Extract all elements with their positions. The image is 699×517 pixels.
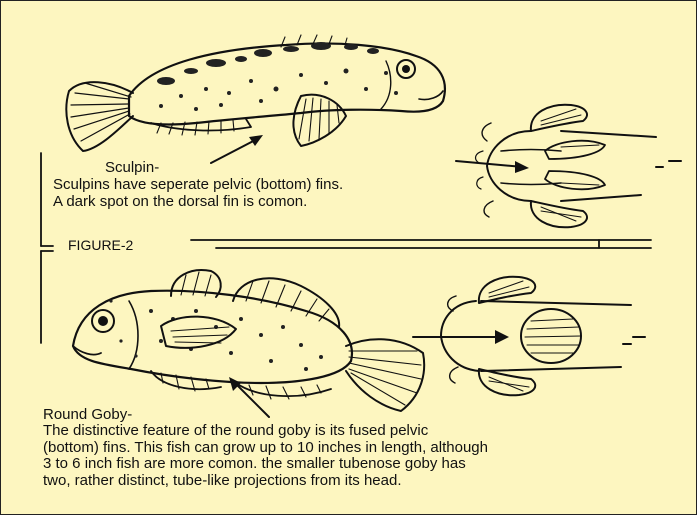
round-goby-title: Round Goby- (43, 406, 132, 423)
round-goby-tail (346, 339, 424, 411)
sculpin-title: Sculpin- (105, 159, 159, 176)
round-goby-side-drawing (73, 270, 424, 417)
sculpin-description-line: A dark spot on the dorsal fin is comon. (53, 193, 343, 210)
sculpin-body (129, 43, 445, 124)
round-goby-description: The distinctive feature of the round gob… (43, 423, 488, 489)
sculpin-spots (157, 42, 398, 111)
round-goby-body (73, 291, 352, 383)
round-goby-description-line: (bottom) fins. This fish can grow up to … (43, 440, 488, 457)
round-goby-description-line: 3 to 6 inch fish are more comon. the sma… (43, 456, 488, 473)
sculpin-separate-pelvic-fin-bottom (545, 171, 605, 189)
round-goby-description-line: two, rather distinct, tube-like projecti… (43, 473, 488, 490)
sculpin-description-line: Sculpins have seperate pelvic (bottom) f… (53, 176, 343, 193)
round-goby-description-line: The distinctive feature of the round gob… (43, 423, 488, 440)
sculpin-ventral-drawing (456, 105, 681, 228)
sculpin-description: Sculpins have seperate pelvic (bottom) f… (53, 176, 343, 210)
sculpin-side-drawing (66, 35, 445, 163)
round-goby-ventral-drawing (413, 277, 645, 396)
figure-label: FIGURE-2 (68, 237, 133, 254)
